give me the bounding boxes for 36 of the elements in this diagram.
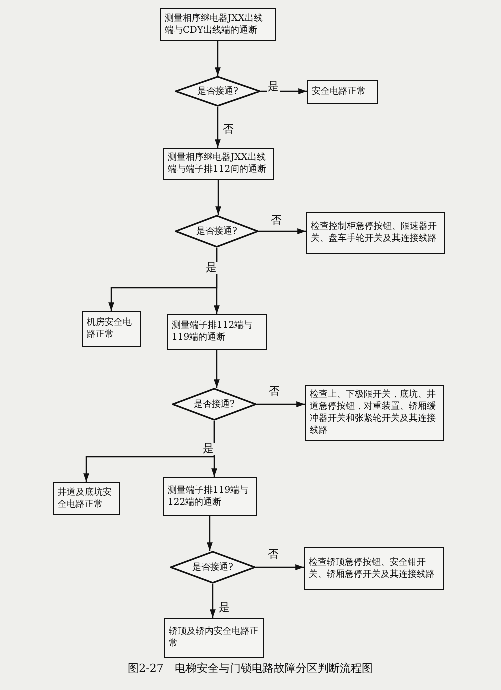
arrow — [261, 88, 307, 94]
decision-diamond: 是否接通? — [172, 388, 257, 421]
edge-label: 是 — [202, 443, 215, 455]
edge-label: 是 — [267, 81, 280, 93]
process-box: 检查上、下极限开关，底坑、井道急停按钮，对重装置、轿厢缓冲器开关和张紧轮开关及其连接线路 — [305, 385, 444, 441]
arrow — [108, 248, 218, 311]
arrow — [84, 421, 216, 482]
edge-label: 否 — [267, 549, 280, 561]
arrow — [215, 107, 221, 148]
process-box: 检查轿顶急停按钮、安全钳开关、轿厢急停开关及其连接线路 — [304, 547, 444, 590]
edge-label: 否 — [270, 215, 283, 227]
process-box: 检查控制柜急停按钮、限速器开关、盘车手轮开关及其连接线路 — [306, 212, 445, 254]
figure-caption: 图2-27 电梯安全与门锁电路故障分区判断流程图 — [128, 662, 373, 675]
process-box: 轿顶及轿内安全电路正常 — [164, 618, 264, 658]
process-box: 测量端子排112端与119端的通断 — [167, 314, 267, 350]
decision-diamond: 是否接通? — [175, 76, 261, 107]
arrow — [257, 402, 305, 408]
process-box: 井道及底坑安全电路正常 — [53, 482, 120, 515]
process-box: 机房安全电路正常 — [82, 311, 141, 347]
edge-label: 否 — [268, 386, 281, 398]
arrow — [259, 228, 306, 234]
arrow — [216, 180, 222, 215]
edge-label: 是 — [218, 602, 231, 614]
arrow — [256, 564, 304, 570]
process-box: 测量相序继电器JXX出线端与端子排112间的通断 — [163, 148, 274, 180]
process-box: 测量相序继电器JXX出线端与CDY出线端的通断 — [160, 8, 276, 41]
process-box: 安全电路正常 — [307, 80, 378, 104]
arrow — [215, 41, 221, 76]
arrow — [214, 350, 220, 388]
edge-label: 是 — [205, 262, 218, 274]
decision-diamond: 是否接通? — [170, 551, 256, 584]
edge-label: 否 — [222, 124, 235, 136]
arrow — [210, 584, 216, 618]
decision-diamond: 是否接通? — [175, 215, 259, 248]
process-box: 测量端子排119端与122端的通断 — [163, 477, 257, 516]
arrow — [207, 516, 213, 551]
